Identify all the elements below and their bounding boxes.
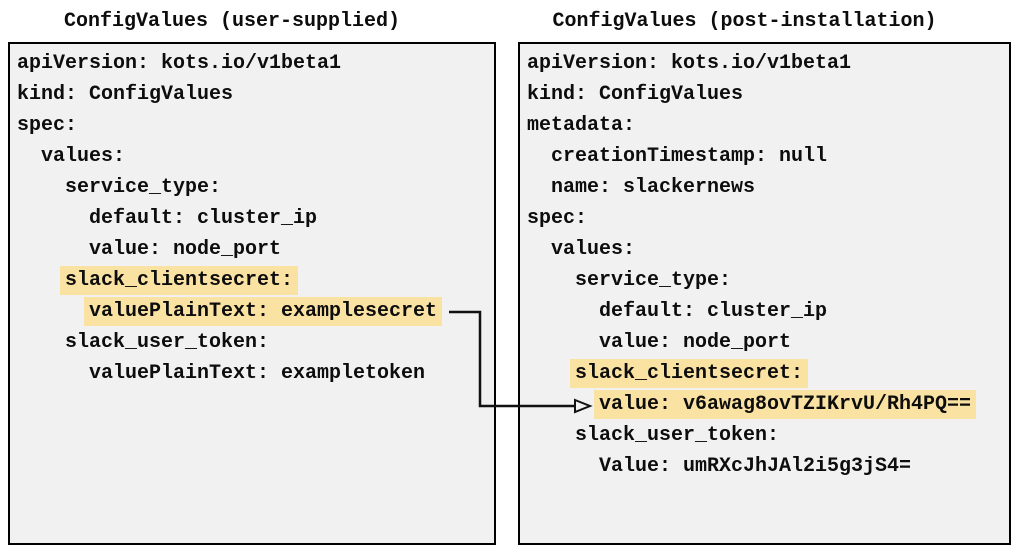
code-line: kind: ConfigValues xyxy=(10,79,494,110)
code-text: service_type: xyxy=(575,269,732,292)
highlighted-code-text: slack_clientsecret: xyxy=(60,266,299,295)
code-line: spec: xyxy=(10,110,494,141)
code-text: apiVersion: kots.io/v1beta1 xyxy=(17,52,342,75)
highlighted-code-text: valuePlainText: examplesecret xyxy=(84,297,443,326)
code-text: valuePlainText: exampletoken xyxy=(89,362,426,385)
code-text: kind: ConfigValues xyxy=(17,83,234,106)
code-text: metadata: xyxy=(527,114,636,137)
code-text: values: xyxy=(41,145,126,168)
code-text: values: xyxy=(551,238,636,261)
code-line: service_type: xyxy=(520,265,1009,296)
code-text: default: cluster_ip xyxy=(599,300,828,323)
code-text: spec: xyxy=(17,114,78,137)
code-line: slack_user_token: xyxy=(10,327,494,358)
code-line: default: cluster_ip xyxy=(520,296,1009,327)
highlighted-code-text: slack_clientsecret: xyxy=(570,359,809,388)
code-text: value: node_port xyxy=(599,331,792,354)
code-text: creationTimestamp: null xyxy=(551,145,828,168)
code-line: values: xyxy=(10,141,494,172)
code-line: valuePlainText: examplesecret xyxy=(10,296,494,327)
code-text: apiVersion: kots.io/v1beta1 xyxy=(527,52,852,75)
code-text: service_type: xyxy=(65,176,222,199)
code-line: spec: xyxy=(520,203,1009,234)
code-line: creationTimestamp: null xyxy=(520,141,1009,172)
code-line: slack_clientsecret: xyxy=(10,265,494,296)
user-supplied-code-block: apiVersion: kots.io/v1beta1 kind: ConfigV… xyxy=(10,48,494,389)
code-line: value: node_port xyxy=(10,234,494,265)
code-text: slack_user_token: xyxy=(575,424,780,447)
code-text: default: cluster_ip xyxy=(89,207,318,230)
user-supplied-config-panel: apiVersion: kots.io/v1beta1 kind: ConfigV… xyxy=(8,42,496,545)
code-text: slack_user_token: xyxy=(65,331,270,354)
code-text: name: slackernews xyxy=(551,176,756,199)
code-line: slack_clientsecret: xyxy=(520,358,1009,389)
code-line: values: xyxy=(520,234,1009,265)
code-line: slack_user_token: xyxy=(520,420,1009,451)
highlighted-code-text: value: v6awag8ovTZIKrvU/Rh4PQ== xyxy=(594,390,977,419)
code-line: value: node_port xyxy=(520,327,1009,358)
code-line: valuePlainText: exampletoken xyxy=(10,358,494,389)
code-text: Value: umRXcJhJAl2i5g3jS4= xyxy=(599,455,912,478)
left-panel-title: ConfigValues (user-supplied) xyxy=(63,10,401,33)
code-line: apiVersion: kots.io/v1beta1 xyxy=(520,48,1009,79)
code-line: kind: ConfigValues xyxy=(520,79,1009,110)
code-line: metadata: xyxy=(520,110,1009,141)
right-panel-title: ConfigValues (post-installation) xyxy=(552,10,937,33)
code-line: default: cluster_ip xyxy=(10,203,494,234)
code-line: Value: umRXcJhJAl2i5g3jS4= xyxy=(520,451,1009,482)
code-text: kind: ConfigValues xyxy=(527,83,744,106)
code-line: name: slackernews xyxy=(520,172,1009,203)
code-text: value: node_port xyxy=(89,238,282,261)
post-installation-code-block: apiVersion: kots.io/v1beta1 kind: ConfigV… xyxy=(520,48,1009,482)
code-line: value: v6awag8ovTZIKrvU/Rh4PQ== xyxy=(520,389,1009,420)
code-text: spec: xyxy=(527,207,588,230)
post-installation-config-panel: apiVersion: kots.io/v1beta1 kind: ConfigV… xyxy=(518,42,1011,545)
code-line: service_type: xyxy=(10,172,494,203)
code-line: apiVersion: kots.io/v1beta1 xyxy=(10,48,494,79)
